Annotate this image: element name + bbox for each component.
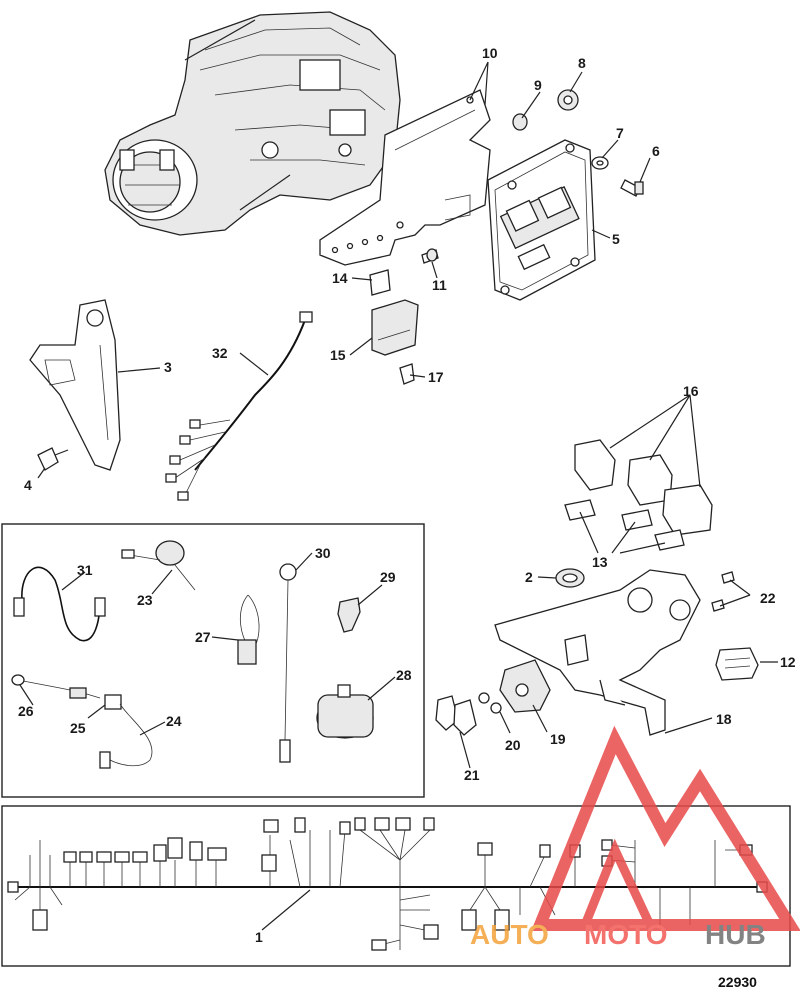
callout-28: 28 <box>396 667 412 683</box>
main-harness <box>7 817 768 951</box>
watermark-text-auto: AUTO <box>470 919 549 950</box>
accessory-kit-box <box>1 523 425 798</box>
callout-10: 10 <box>482 45 498 61</box>
callout-13: 13 <box>592 554 608 570</box>
callout-19: 19 <box>550 731 566 747</box>
callout-11: 11 <box>432 277 447 293</box>
relay-bracket-group <box>435 439 759 736</box>
callout-20: 20 <box>505 737 521 753</box>
callout-32: 32 <box>212 345 228 361</box>
callout-9: 9 <box>534 77 542 93</box>
callout-17: 17 <box>428 369 444 385</box>
figure-number: 22930 <box>718 974 757 990</box>
watermark-text-hub: HUB <box>705 919 766 950</box>
callout-6: 6 <box>652 143 660 159</box>
callout-18: 18 <box>716 711 732 727</box>
engine-block <box>104 11 401 236</box>
callout-2: 2 <box>525 569 533 585</box>
callout-4: 4 <box>24 477 32 493</box>
ecm-mounting-bracket <box>319 89 491 266</box>
callout-5: 5 <box>612 231 620 247</box>
callout-labels: 10 9 8 7 6 5 11 14 15 17 3 4 32 16 13 2 … <box>18 45 796 945</box>
callout-25: 25 <box>70 720 86 736</box>
callout-7: 7 <box>616 125 624 141</box>
callout-3: 3 <box>164 359 172 375</box>
ecm-module <box>487 139 596 301</box>
callout-23: 23 <box>137 592 153 608</box>
watermark-text-moto: MOTO <box>584 919 667 950</box>
callout-8: 8 <box>578 55 586 71</box>
callout-24: 24 <box>166 713 182 729</box>
callout-26: 26 <box>18 703 34 719</box>
watermark-logo: AUTO MOTO HUB <box>470 725 800 950</box>
callout-12: 12 <box>780 654 796 670</box>
callout-1: 1 <box>255 929 263 945</box>
main-harness-box <box>1 805 791 967</box>
ecm-hardware <box>421 89 644 264</box>
harness-32 <box>165 311 313 501</box>
callout-16: 16 <box>683 383 699 399</box>
callout-29: 29 <box>380 569 396 585</box>
accessory-parts <box>11 540 374 769</box>
callout-31: 31 <box>77 562 93 578</box>
callout-14: 14 <box>332 270 348 286</box>
watermark-triangle-mark <box>531 725 800 931</box>
callout-30: 30 <box>315 545 331 561</box>
callout-21: 21 <box>464 767 480 783</box>
fuse-relay-items <box>369 269 419 385</box>
callout-15: 15 <box>330 347 346 363</box>
leader-lines <box>19 61 778 931</box>
bracket-3 <box>29 299 121 471</box>
callout-22: 22 <box>760 590 776 606</box>
callout-27: 27 <box>195 629 211 645</box>
